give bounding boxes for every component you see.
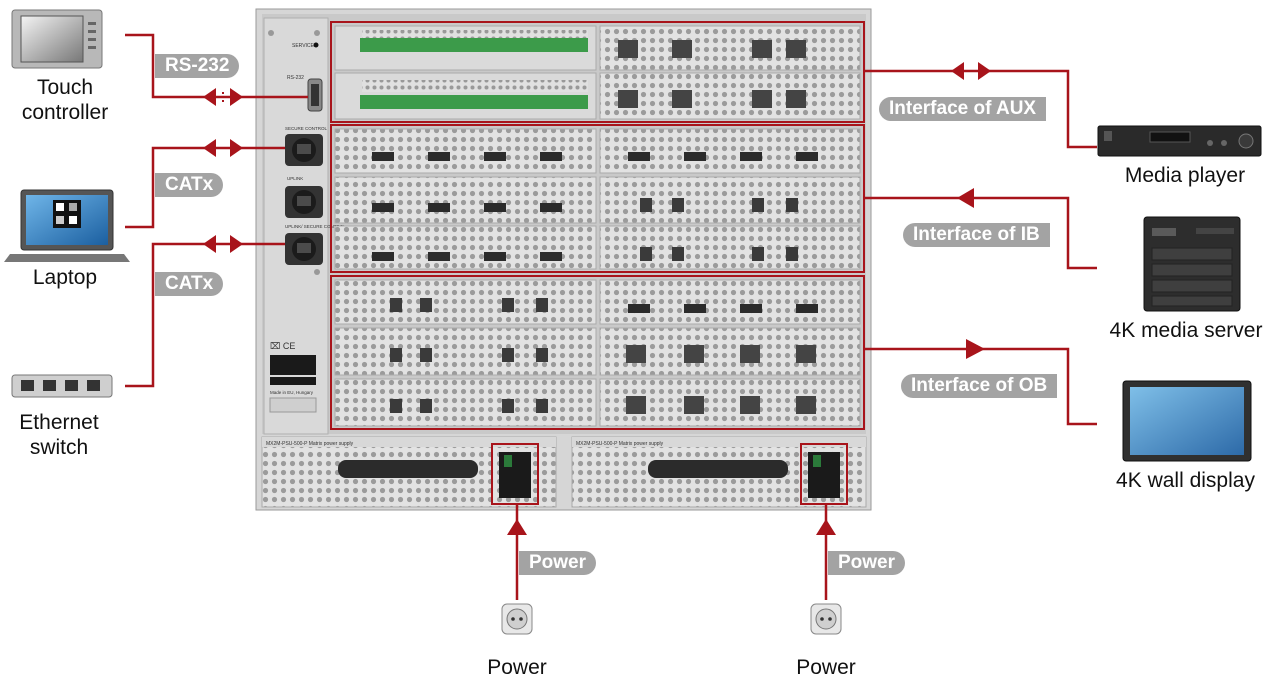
opt-port-3[interactable] [502, 298, 514, 312]
dp-port-2[interactable] [684, 152, 706, 161]
power-arrow-right [816, 519, 836, 535]
svg-text:⌧ CE: ⌧ CE [270, 341, 295, 351]
arrows [203, 62, 991, 535]
psu-left-handle[interactable] [338, 460, 478, 478]
rs232-port-label: RS-232 [287, 75, 304, 81]
dante-port-1[interactable] [618, 40, 638, 58]
catx-lower-double-arrow [203, 235, 243, 253]
power-source-right-label: Power [796, 656, 856, 679]
ethernet-switch-label-line2: switch [29, 436, 89, 459]
psu-left: MX2M-PSU-500-P Matrix power supply [261, 436, 557, 508]
ethernet-switch-icon [11, 374, 113, 398]
opt-port-1[interactable] [390, 298, 402, 312]
touch-controller-label-line1: Touch [36, 76, 94, 99]
psu-right-handle[interactable] [648, 460, 788, 478]
psu-right-switch[interactable] [813, 455, 821, 467]
ob-group-frame [330, 275, 865, 430]
opt-port-2[interactable] [420, 298, 432, 312]
opt-port-4[interactable] [536, 298, 548, 312]
warning-sticker [270, 355, 316, 375]
aux-section [330, 21, 865, 123]
catx-line-lower [125, 242, 285, 388]
psu-left-label: MX2M-PSU-500-P Matrix power supply [266, 441, 354, 447]
laptop-label: Laptop [32, 266, 98, 289]
dante-port-4[interactable] [786, 40, 806, 58]
ob-arrow [966, 339, 985, 359]
tag-ib: Interface of IB [903, 223, 1050, 247]
tag-catx-upper: CATx [155, 173, 224, 197]
tpx-port-3[interactable] [740, 345, 760, 363]
aux-card-2 [334, 72, 861, 120]
tpx-port-2[interactable] [684, 345, 704, 363]
aux-card-1 [334, 25, 861, 71]
tag-power-right: Power [828, 551, 906, 575]
catx-upper-double-arrow [203, 139, 243, 157]
power-source-left-label: Power [487, 656, 547, 679]
aux-line [864, 69, 1097, 149]
psu-left-switch[interactable] [504, 455, 512, 467]
tag-ob: Interface of OB [901, 374, 1058, 398]
uplink-secure-label: UPLINK/ SECURE CONTROL [285, 224, 346, 229]
touch-controller-label: Touch controller [10, 75, 120, 125]
wall-display-icon [1122, 380, 1252, 462]
ethernet-switch-label: Ethernet switch [4, 410, 114, 460]
rs232-double-arrow [203, 88, 243, 106]
dante-port-3[interactable] [752, 40, 772, 58]
tpx-port-1[interactable] [626, 345, 646, 363]
hdmi-port-3[interactable] [484, 152, 506, 161]
psu-right: MX2M-PSU-500-P Matrix power supply [571, 436, 867, 508]
dp-port-4[interactable] [796, 152, 818, 161]
media-server-icon [1143, 216, 1241, 312]
ib-arrow [957, 188, 974, 208]
tpx-port-4[interactable] [796, 345, 816, 363]
power-socket-left-icon [501, 603, 533, 635]
tag-aux: Interface of AUX [879, 97, 1047, 121]
service-button[interactable] [313, 42, 319, 48]
tag-catx-lower: CATx [155, 272, 224, 296]
dp-port-1[interactable] [628, 152, 650, 161]
ce-mark [270, 340, 316, 350]
media-server-label: 4K media server [1109, 319, 1263, 342]
tag-rs232: RS-232 [155, 54, 240, 78]
hdmi-port-4[interactable] [540, 152, 562, 161]
made-in-label: Made in EU, Hungary [270, 390, 314, 395]
psu-right-label: MX2M-PSU-500-P Matrix power supply [576, 441, 664, 447]
media-player-label: Media player [1124, 164, 1246, 187]
touch-controller-label-line2: controller [21, 101, 109, 124]
aux-double-arrow [951, 62, 991, 80]
wall-display-label: 4K wall display [1116, 469, 1255, 492]
hdmi-port-2[interactable] [428, 152, 450, 161]
power-arrow-left [507, 519, 527, 535]
touch-controller-icon [11, 9, 103, 69]
ib-section [330, 124, 865, 273]
rating-label [269, 397, 317, 413]
service-label: SERVICE [292, 43, 315, 49]
ob-section [330, 275, 865, 430]
dp-port-3[interactable] [740, 152, 762, 161]
hdmi-port-1[interactable] [372, 152, 394, 161]
media-player-icon [1097, 125, 1262, 157]
laptop-icon [4, 189, 130, 262]
power-socket-right-icon [810, 603, 842, 635]
dante-port-2[interactable] [672, 40, 692, 58]
catx-line-upper [125, 146, 285, 229]
ethernet-switch-label-line1: Ethernet [19, 411, 99, 434]
secure-control-label: SECURE CONTROL [285, 126, 328, 131]
tag-power-left: Power [519, 551, 597, 575]
uplink-label: UPLINK [287, 176, 303, 181]
